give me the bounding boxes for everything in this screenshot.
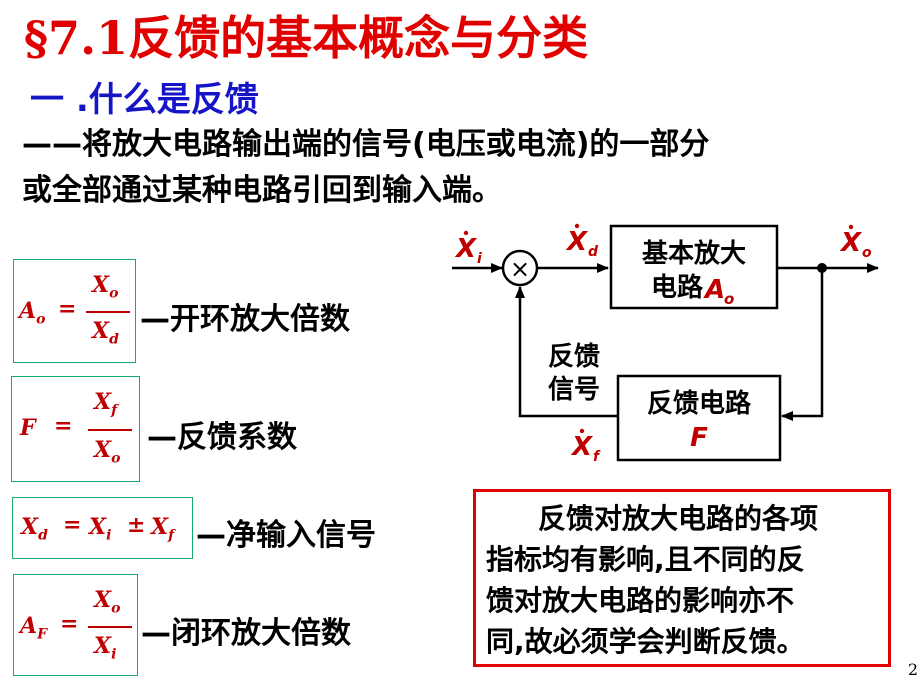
- amplifier-symbol-sub: o: [724, 290, 734, 308]
- svg-text:d: d: [588, 244, 599, 260]
- output-signal-label: X o: [839, 224, 872, 261]
- input-signal-label: X i: [454, 230, 482, 267]
- fraction-line: [86, 311, 130, 313]
- feedback-return-path: [515, 286, 618, 418]
- formula-feedback-factor: F = Xf Xo: [11, 376, 140, 482]
- feedback-network-symbol: F: [690, 423, 708, 453]
- feedback-sample-path: [781, 268, 824, 421]
- page-number: 2: [907, 660, 918, 679]
- formula-term-feedback: Xf: [151, 514, 175, 544]
- svg-text:X: X: [565, 227, 589, 257]
- formula-denominator: Xo: [94, 437, 121, 467]
- equals-sign: =: [58, 296, 77, 322]
- feedback-signal-symbol: X f: [570, 428, 601, 465]
- open-loop-gain-label: —开环放大倍数: [140, 302, 350, 337]
- feedback-factor-label: —反馈系数: [147, 420, 297, 455]
- formula-lhs: Xd: [21, 514, 48, 544]
- feedback-network-label: 反馈电路: [647, 388, 752, 419]
- definition-line-1: ——将放大电路输出端的信号(电压或电流)的一部分: [22, 127, 710, 162]
- svg-text:X: X: [570, 432, 594, 462]
- svg-text:X: X: [454, 234, 478, 264]
- amplifier-block: [609, 224, 779, 310]
- equals-sign: =: [60, 611, 79, 637]
- fraction-line: [88, 626, 132, 628]
- amplifier-symbol: A: [703, 275, 725, 305]
- feedback-network-block: [616, 374, 782, 462]
- note-line-4: 同,故必须学会判断反馈。: [486, 625, 805, 658]
- equals-sign: =: [63, 512, 82, 538]
- amplifier-label-line1: 基本放大: [642, 238, 746, 269]
- plus-minus-sign: ±: [127, 512, 146, 538]
- formula-denominator: Xi: [94, 633, 117, 663]
- net-signal-label: X d: [565, 223, 599, 260]
- closed-loop-gain-label: —闭环放大倍数: [141, 616, 351, 651]
- formula-lhs: AF: [20, 613, 48, 643]
- formula-lhs: F: [20, 415, 36, 441]
- note-line-3: 馈对放大电路的影响亦不: [486, 584, 795, 617]
- formula-numerator: Xo: [92, 272, 119, 302]
- svg-text:X: X: [839, 228, 863, 258]
- section-heading: 一 .什么是反馈: [30, 80, 259, 120]
- formula-closed-loop-gain: AF = Xo Xi: [13, 574, 138, 676]
- equals-sign: =: [54, 413, 73, 439]
- note-line-1: 反馈对放大电路的各项: [538, 502, 819, 535]
- formula-numerator: Xf: [94, 389, 118, 419]
- svg-text:f: f: [593, 449, 601, 465]
- net-input-label: —净输入信号: [196, 518, 376, 553]
- formula-net-input: Xd = Xi ± Xf: [12, 497, 193, 559]
- definition-text: ——将放大电路输出端的信号(电压或电流)的一部分 或全部通过某种电路引回到输入端…: [22, 122, 709, 214]
- summing-node-symbol: ×: [510, 255, 530, 283]
- definition-line-2: 或全部通过某种电路引回到输入端。: [22, 173, 502, 208]
- page-title: §7.1反馈的基本概念与分类: [24, 11, 589, 65]
- feedback-signal-label-line2: 信号: [548, 375, 600, 405]
- note-line-2: 指标均有影响,且不同的反: [486, 543, 805, 576]
- note-box: 反馈对放大电路的各项 指标均有影响,且不同的反 馈对放大电路的影响亦不 同,故必…: [473, 489, 891, 667]
- svg-text:o: o: [862, 245, 872, 261]
- formula-term-input: Xi: [89, 514, 112, 544]
- fraction-line: [88, 429, 132, 431]
- formula-denominator: Xd: [92, 318, 119, 348]
- feedback-signal-label-line1: 反馈: [548, 342, 600, 372]
- formula-numerator: Xo: [94, 587, 121, 617]
- formula-open-loop-gain: Ao = Xo Xd: [13, 259, 136, 363]
- formula-lhs: Ao: [19, 298, 46, 328]
- svg-text:i: i: [477, 251, 482, 267]
- amplifier-label-line2: 电路: [651, 272, 704, 303]
